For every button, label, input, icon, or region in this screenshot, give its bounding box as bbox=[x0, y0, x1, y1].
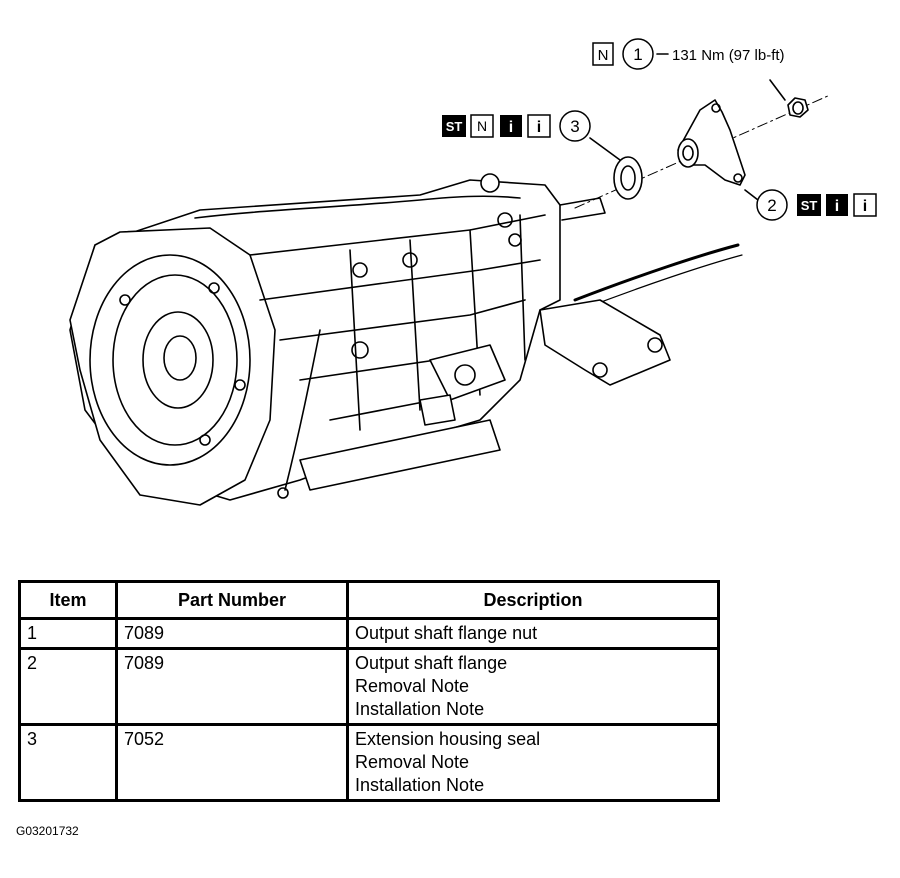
installation-info-icon bbox=[853, 193, 877, 217]
cell-part-number: 7052 bbox=[115, 723, 349, 802]
callout-3: ST N i i 3 bbox=[442, 110, 591, 142]
installation-note-link[interactable]: Installation Note bbox=[355, 775, 485, 795]
callout-3-number: 3 bbox=[570, 117, 579, 136]
header-part-number: Part Number bbox=[115, 580, 349, 620]
description-line: Output shaft flange bbox=[355, 653, 508, 673]
table-header-row: Item Part Number Description bbox=[18, 580, 720, 620]
callout-2-leader bbox=[744, 189, 759, 201]
transmission-illustration bbox=[69, 173, 743, 506]
callout-2-icon-removal-info: i bbox=[835, 198, 839, 215]
callout-1: N 1 131 Nm (97 lb-ft) bbox=[592, 38, 785, 70]
callout-1-torque: 131 Nm (97 lb-ft) bbox=[672, 47, 785, 64]
callout-1-number: 1 bbox=[633, 45, 642, 64]
removal-note-link[interactable]: Removal Note bbox=[355, 752, 470, 772]
parts-table: Item Part Number Description 1 7089 Outp… bbox=[18, 580, 720, 802]
header-item: Item bbox=[18, 580, 118, 620]
output-shaft-flange-nut-illustration bbox=[787, 97, 809, 118]
cell-description: Output shaft flange nut bbox=[346, 617, 720, 650]
new-part-n-icon bbox=[592, 42, 614, 66]
cell-description: Extension housing seal Removal Note Inst… bbox=[346, 723, 720, 802]
callout-3-icon-st: ST bbox=[446, 119, 463, 134]
callout-3-icon-removal-info: i bbox=[509, 119, 513, 136]
cell-item: 1 bbox=[18, 617, 118, 650]
removal-note-link[interactable]: Removal Note bbox=[355, 676, 470, 696]
callout-3-icon-installation-info: i bbox=[537, 119, 541, 136]
callout-1-number-circle bbox=[622, 38, 654, 70]
cell-part-number: 7089 bbox=[115, 617, 349, 650]
transmission-exploded-diagram: N 1 131 Nm (97 lb-ft) ST N i i 3 2 ST i … bbox=[69, 38, 877, 506]
header-description: Description bbox=[346, 580, 720, 620]
description-line: Extension housing seal bbox=[355, 729, 541, 749]
callout-1-icon-n: N bbox=[598, 47, 609, 64]
extension-housing-seal-illustration bbox=[613, 156, 643, 200]
callout-1-leader bbox=[769, 79, 786, 101]
cell-part-number: 7089 bbox=[115, 647, 349, 726]
callout-3-number-circle bbox=[559, 110, 591, 142]
callout-3-icon-n: N bbox=[477, 118, 487, 134]
table-row: 1 7089 Output shaft flange nut bbox=[18, 617, 720, 650]
callout-2-number-circle bbox=[756, 189, 788, 221]
removal-info-icon bbox=[826, 194, 848, 216]
installation-note-link[interactable]: Installation Note bbox=[355, 699, 485, 719]
cell-item: 3 bbox=[18, 723, 118, 802]
callout-3-leader bbox=[589, 137, 621, 161]
installation-info-icon bbox=[527, 114, 551, 138]
callout-2: 2 ST i i bbox=[756, 189, 877, 221]
cell-description: Output shaft flange Removal Note Install… bbox=[346, 647, 720, 726]
figure-id: G03201732 bbox=[16, 824, 79, 838]
table-row: 2 7089 Output shaft flange Removal Note … bbox=[18, 647, 720, 726]
callout-2-icon-installation-info: i bbox=[863, 198, 867, 215]
table-row: 3 7052 Extension housing seal Removal No… bbox=[18, 723, 720, 802]
callout-2-icon-st: ST bbox=[801, 198, 818, 213]
callout-2-number: 2 bbox=[767, 196, 776, 215]
removal-info-icon bbox=[500, 115, 522, 137]
special-tool-icon bbox=[442, 115, 466, 137]
output-shaft-flange-illustration bbox=[677, 99, 746, 186]
cell-item: 2 bbox=[18, 647, 118, 726]
special-tool-icon bbox=[797, 194, 821, 216]
description-line: Output shaft flange nut bbox=[355, 623, 538, 643]
new-part-n-icon bbox=[470, 114, 494, 138]
